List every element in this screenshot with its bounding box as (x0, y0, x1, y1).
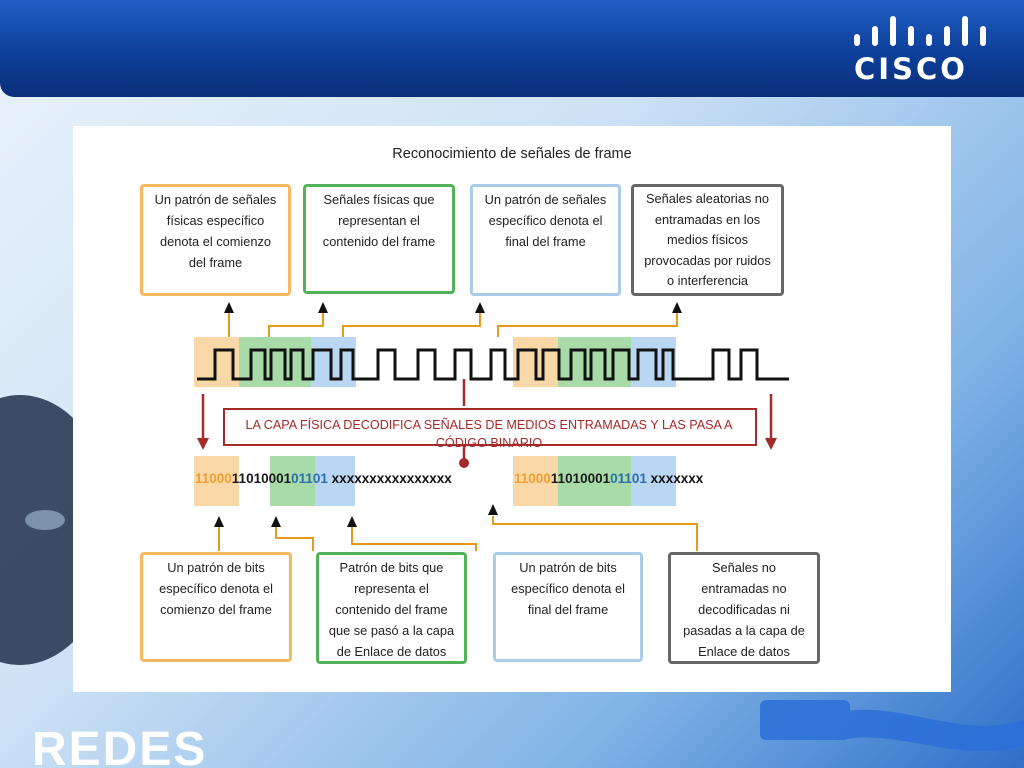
cisco-logo: CISCO (844, 12, 994, 86)
bit-end-region (315, 456, 355, 506)
decode-label: LA CAPA FÍSICA DECODIFICA SEÑALES DE MED… (245, 418, 733, 450)
diagram-title: Reconocimiento de señales de frame (392, 146, 632, 162)
header-bar: CISCO (0, 0, 1024, 97)
bit-row-2: 110001101000101101 xxxxxxx (514, 471, 703, 487)
bit-start-region-2 (513, 456, 558, 506)
bit-to-box-arrows (218, 516, 698, 551)
network-cable-image (760, 700, 1024, 752)
bits-start: 11000 (514, 471, 551, 486)
box-signal-content: Señales físicas que representan el conte… (303, 184, 455, 294)
bits-content: 11010001 (550, 471, 611, 486)
top-arrowheads (224, 302, 682, 313)
bits-end: 01101 (291, 471, 328, 486)
bit-end-region-2 (631, 456, 676, 506)
cisco-logo-text: CISCO (854, 52, 968, 86)
signal-to-box-arrows (228, 312, 678, 337)
box-signal-noise: Señales aleatorias no entramadas en los … (631, 184, 784, 296)
box-bits-content: Patrón de bits que representa el conteni… (316, 552, 467, 664)
box-bits-end: Un patrón de bits específico denota el f… (493, 552, 643, 662)
bits-content: 11010001 (231, 471, 292, 486)
bits-start: 11000 (195, 471, 232, 486)
box-bits-noise: Señales no entramadas no decodificadas n… (668, 552, 820, 664)
bit-row-1: 110001101000101101 xxxxxxxxxxxxxxxx (195, 471, 452, 487)
bits-end: 01101 (610, 471, 647, 486)
box-bits-start: Un patrón de bits específico denota el c… (140, 552, 292, 662)
cisco-logo-bars-icon (854, 16, 986, 46)
box-signal-end: Un patrón de señales específico denota e… (470, 184, 621, 296)
bit-start-region (194, 456, 239, 506)
bit-content-region-2 (558, 456, 631, 506)
square-wave (197, 348, 789, 381)
box-signal-start: Un patrón de señales físicas específico … (140, 184, 291, 296)
diagram-panel: Reconocimiento de señales de frame Un pa… (73, 126, 951, 692)
redes-watermark: REDES (32, 723, 208, 768)
bit-content-region (270, 456, 315, 506)
bottom-arrowheads (214, 504, 498, 527)
decode-dot (459, 458, 469, 468)
bits-noise: xxxxxxxxxxxxxxxx (327, 471, 452, 486)
bits-noise: xxxxxxx (646, 471, 704, 486)
decode-label-box (223, 408, 757, 446)
signal-diagram (194, 302, 789, 551)
